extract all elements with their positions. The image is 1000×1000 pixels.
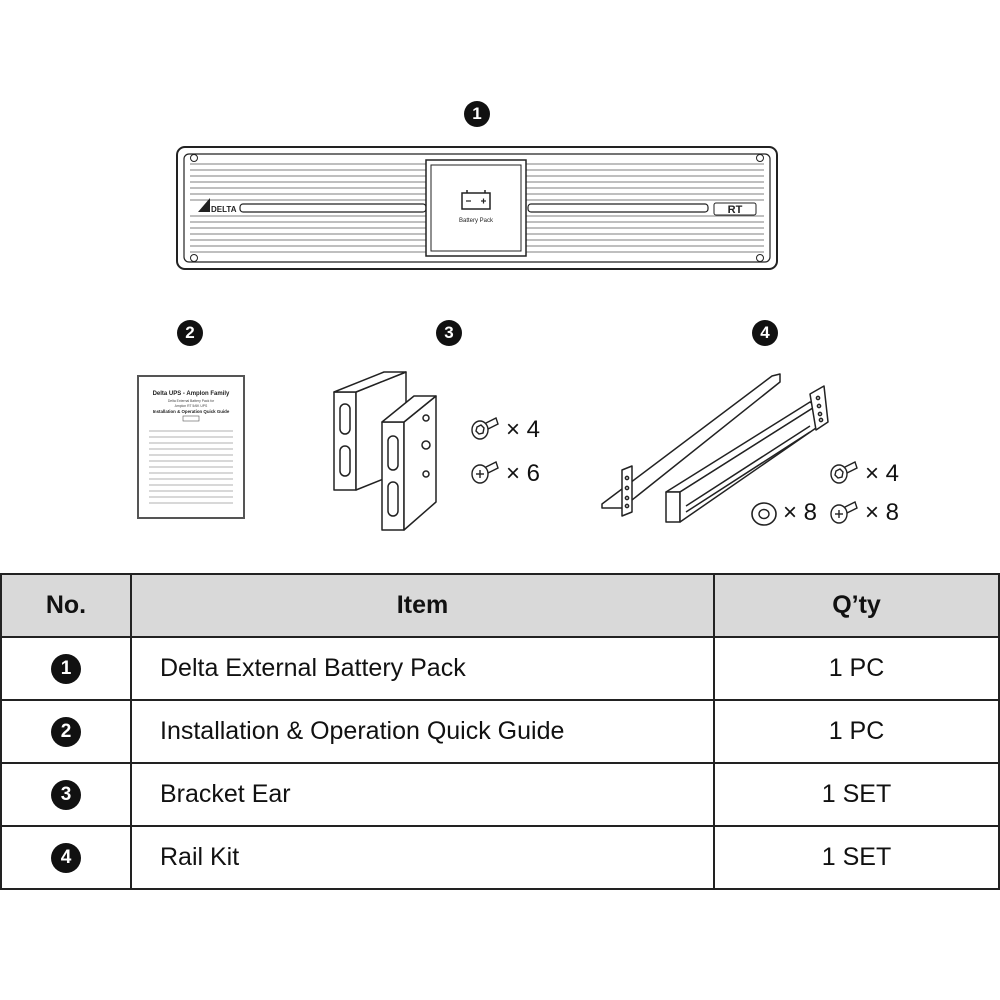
row-item: Delta External Battery Pack	[130, 636, 715, 701]
row-qty: 1 PC	[713, 636, 1000, 701]
callout-badge-1: 1	[464, 101, 490, 127]
row-qty: 1 SET	[713, 825, 1000, 890]
row-number-badge: 3	[51, 779, 81, 810]
table-row: 1 Delta External Battery Pack 1 PC	[0, 636, 1000, 701]
guide-title: Delta UPS - Amplon Family	[153, 391, 230, 397]
rail-screw-b-qty: × 8	[865, 499, 900, 526]
table-header-row: No. Item Q’ty	[0, 573, 1000, 638]
row-item: Rail Kit	[130, 825, 715, 890]
guide-subtitle-1: Delta External Battery Pack for	[168, 399, 215, 403]
bracket-ear-illustration	[333, 371, 437, 531]
header-item: Item	[130, 573, 715, 638]
table-row: 3 Bracket Ear 1 SET	[0, 762, 1000, 827]
table-row: 4 Rail Kit 1 SET	[0, 825, 1000, 890]
rail-hex-screw-icon	[830, 461, 858, 484]
battery-pack-illustration: DELTA Battery Pack RT	[176, 146, 778, 270]
model-label: RT	[728, 204, 743, 216]
row-item: Bracket Ear	[130, 762, 715, 827]
rail-kit-illustration	[601, 373, 829, 523]
callout-badge-3: 3	[436, 320, 462, 346]
brand-label: DELTA	[211, 205, 237, 214]
washer-qty: × 8	[783, 499, 818, 526]
hex-screw-icon	[471, 417, 499, 440]
row-qty: 1 PC	[713, 699, 1000, 764]
washer-icon	[751, 502, 777, 526]
bracket-screw-a-qty: × 4	[506, 416, 541, 443]
header-no: No.	[0, 573, 132, 638]
rail-screw-a-qty: × 4	[865, 460, 900, 487]
guide-subtitle-2: Amplon RT 5/6K UPS	[175, 404, 208, 408]
row-number-badge: 4	[51, 842, 81, 873]
package-contents-table: No. Item Q’ty 1 Delta External Battery P…	[0, 573, 1000, 890]
bracket-screw-b-qty: × 6	[506, 460, 541, 487]
quick-guide-illustration: Delta UPS - Amplon Family Delta External…	[137, 375, 245, 519]
rail-flat-screw-icon	[830, 501, 858, 524]
row-number-badge: 1	[51, 653, 81, 684]
row-item: Installation & Operation Quick Guide	[130, 699, 715, 764]
header-qty: Q’ty	[713, 573, 1000, 638]
battery-pack-label: Battery Pack	[459, 218, 494, 224]
table-row: 2 Installation & Operation Quick Guide 1…	[0, 699, 1000, 764]
guide-heading: Installation & Operation Quick Guide	[153, 409, 230, 414]
callout-badge-2: 2	[177, 320, 203, 346]
row-number-badge: 2	[51, 716, 81, 747]
callout-badge-4: 4	[752, 320, 778, 346]
row-qty: 1 SET	[713, 762, 1000, 827]
flat-screw-icon	[471, 461, 499, 484]
